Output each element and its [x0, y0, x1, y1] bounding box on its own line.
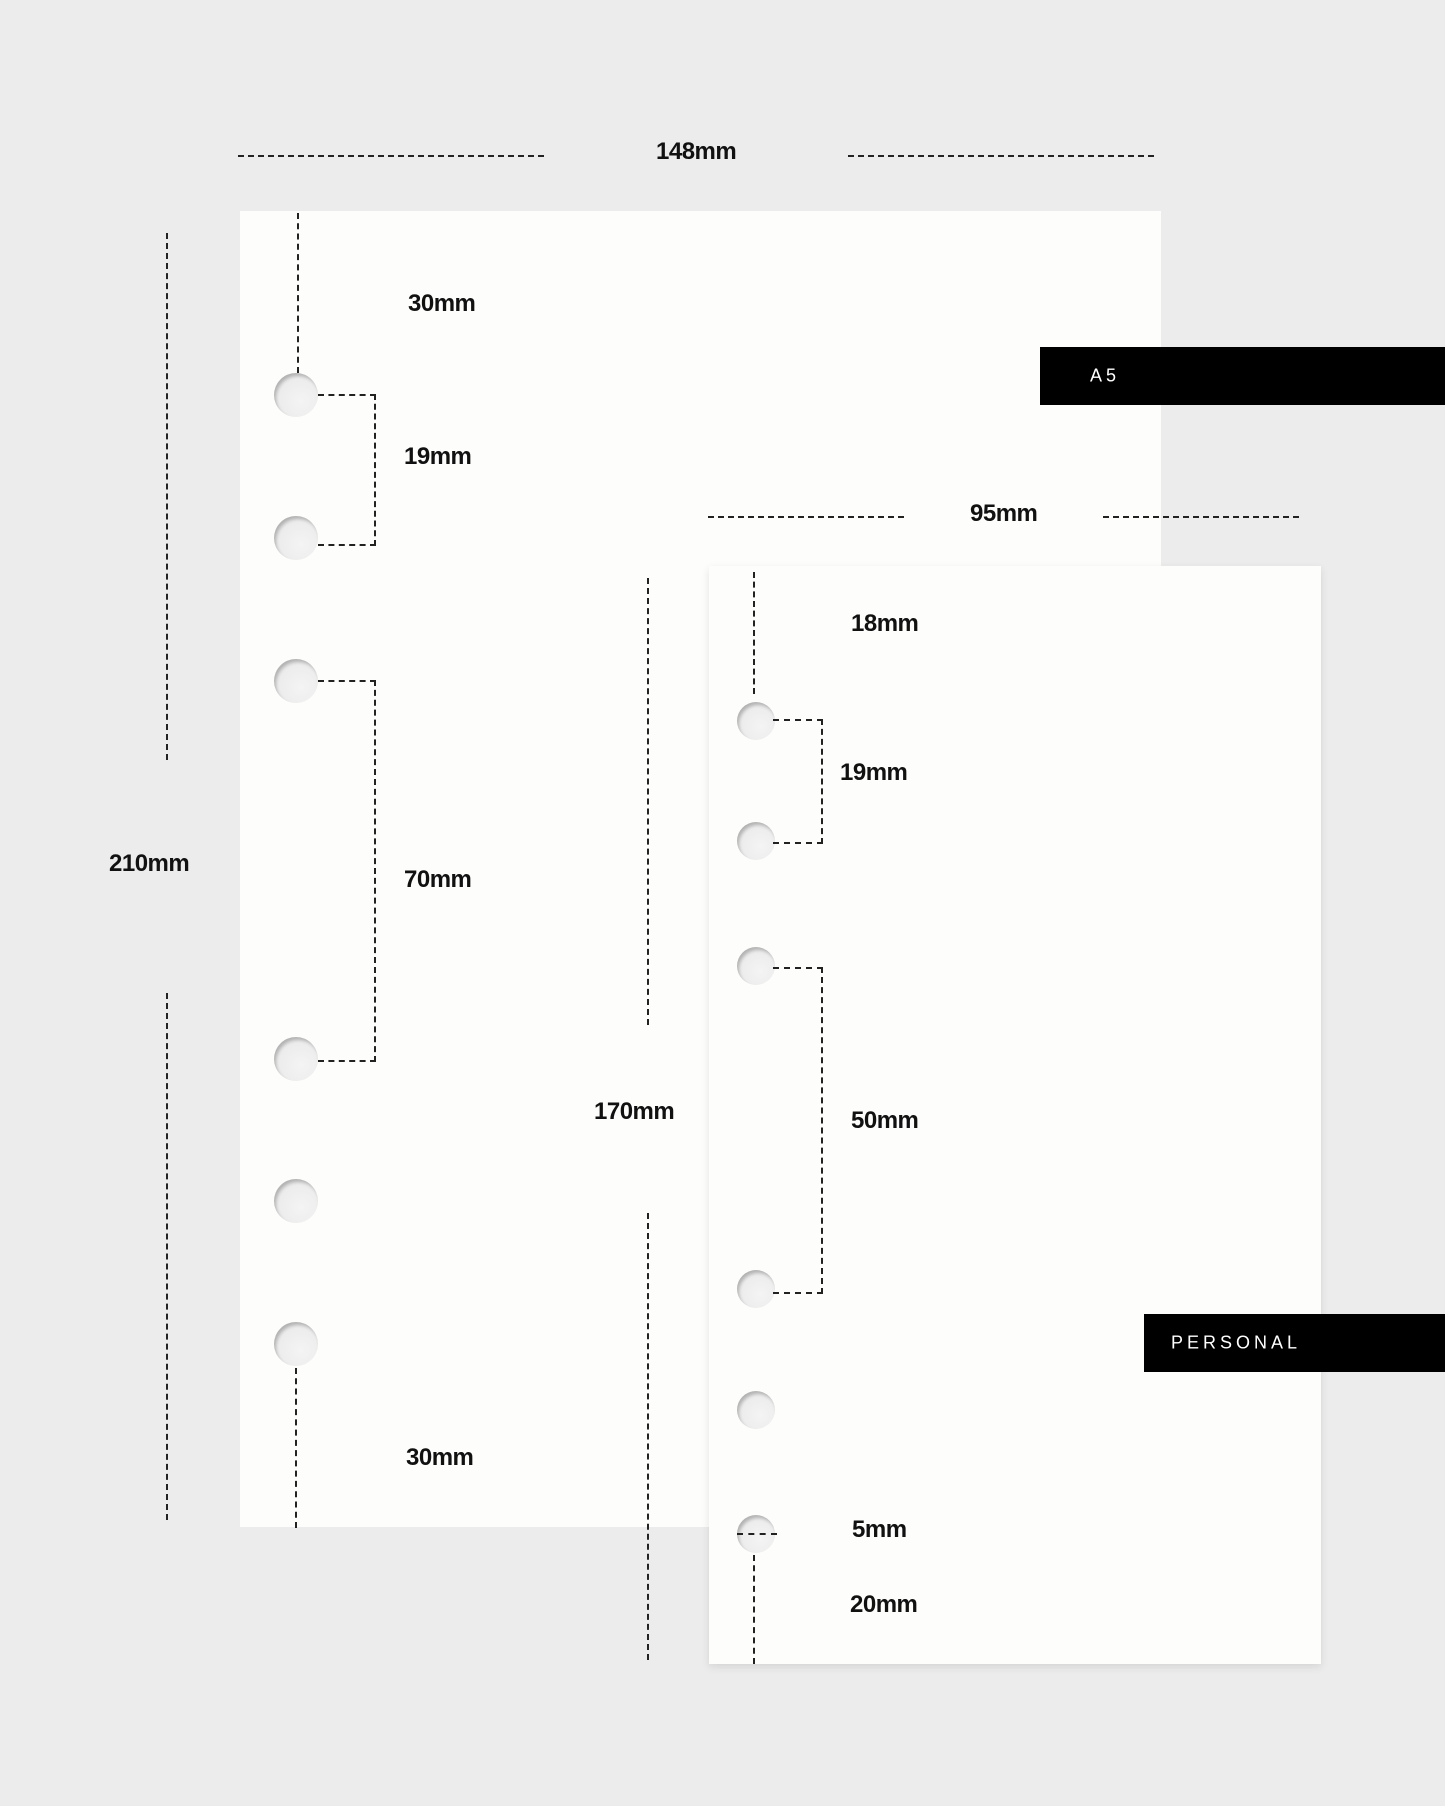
a5-punch-hole: [274, 659, 318, 703]
a5-punch-hole: [274, 1322, 318, 1366]
a5-punch-hole: [274, 373, 318, 417]
personal-sheet: [709, 566, 1321, 1664]
a5-small-spacing-bracket: [318, 394, 376, 546]
personal-punch-hole: [737, 702, 775, 740]
personal-large-spacing-bracket: [773, 967, 823, 1294]
personal-width-label: 95mm: [970, 500, 1038, 527]
personal-size-tag: PERSONAL: [1144, 1314, 1445, 1372]
personal-height-dimension-line: [647, 578, 649, 1025]
personal-top-margin-label: 18mm: [851, 610, 919, 637]
a5-top-margin-label: 30mm: [408, 290, 476, 317]
personal-height-dimension-line: [647, 1213, 649, 1660]
a5-punch-hole: [274, 1179, 318, 1223]
personal-small-spacing-bracket: [773, 719, 823, 844]
a5-size-tag: A5: [1040, 347, 1445, 405]
personal-tag-label: PERSONAL: [1171, 1332, 1302, 1353]
personal-top-margin-line: [753, 572, 755, 694]
a5-width-dimension-line: [848, 155, 1154, 157]
a5-large-spacing-label: 70mm: [404, 866, 472, 893]
personal-bottom-margin-label: 20mm: [850, 1591, 918, 1618]
personal-height-label: 170mm: [594, 1098, 675, 1125]
a5-large-spacing-bracket: [318, 680, 376, 1062]
personal-hole-offset-line: [737, 1533, 777, 1535]
a5-punch-hole: [274, 516, 318, 560]
personal-bottom-margin-line: [753, 1555, 755, 1664]
a5-small-spacing-label: 19mm: [404, 443, 472, 470]
personal-punch-hole: [737, 1270, 775, 1308]
personal-punch-hole: [737, 822, 775, 860]
a5-bottom-margin-label: 30mm: [406, 1444, 474, 1471]
a5-height-dimension-line: [166, 233, 168, 760]
personal-width-dimension-line: [708, 516, 904, 518]
a5-height-dimension-line: [166, 993, 168, 1520]
a5-width-label: 148mm: [656, 138, 737, 165]
personal-hole-offset-label: 5mm: [852, 1516, 907, 1543]
personal-large-spacing-label: 50mm: [851, 1107, 919, 1134]
a5-width-dimension-line: [238, 155, 544, 157]
personal-punch-hole: [737, 947, 775, 985]
personal-punch-hole: [737, 1391, 775, 1429]
personal-small-spacing-label: 19mm: [840, 759, 908, 786]
a5-bottom-margin-line: [295, 1368, 297, 1528]
a5-tag-label: A5: [1090, 365, 1121, 386]
a5-top-margin-line: [297, 213, 299, 373]
a5-height-label: 210mm: [109, 850, 190, 877]
personal-width-dimension-line: [1103, 516, 1299, 518]
a5-punch-hole: [274, 1037, 318, 1081]
